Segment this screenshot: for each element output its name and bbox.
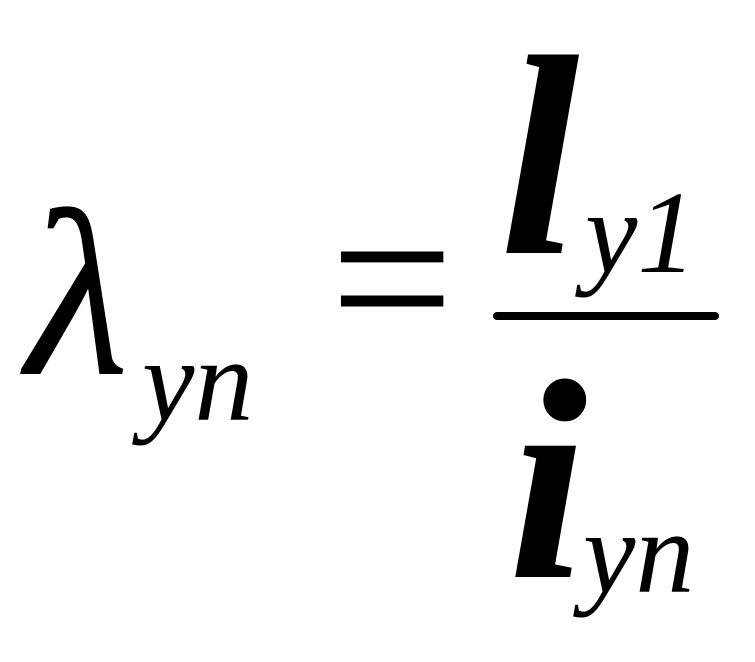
denominator-subscript: yn <box>583 487 695 618</box>
denominator-symbol: i <box>508 322 588 639</box>
equals-sign: = <box>330 156 455 400</box>
numerator-subscript: y1 <box>585 167 697 298</box>
lambda-subscript: yn <box>142 315 254 446</box>
fraction-bar <box>493 312 719 320</box>
numerator-symbol: l <box>500 0 580 315</box>
lambda-symbol: λ <box>26 163 130 426</box>
